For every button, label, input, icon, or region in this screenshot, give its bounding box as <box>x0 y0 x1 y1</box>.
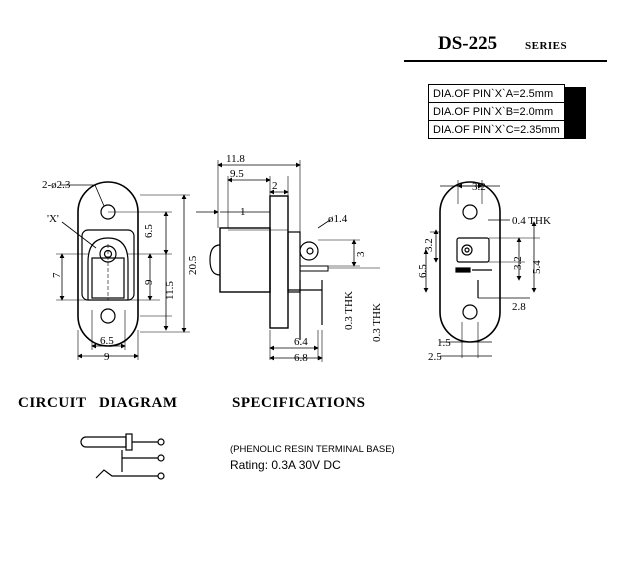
rear-view <box>423 180 540 358</box>
dim-2-label: 2 <box>272 180 278 192</box>
pin-table-cell: DIA.OF PIN`X`A=2.5mm <box>428 84 565 103</box>
dim-1-label: 1 <box>240 206 246 218</box>
dim-3-label: 3 <box>355 251 367 257</box>
dim-3-2-top-label: 3.2 <box>472 181 486 193</box>
pin-x-callout-label: 'X' <box>47 213 59 225</box>
dim-6-5-top-label: 6.5 <box>143 224 155 238</box>
dim-3-2-right-label: 3.2 <box>512 256 524 270</box>
circuit-diagram-heading: CIRCUIT DIAGRAM <box>18 395 178 411</box>
spec-rating: Rating: 0.3A 30V DC <box>230 458 341 472</box>
spec-terminal-base: (PHENOLIC RESIN TERMINAL BASE) <box>230 444 395 455</box>
specifications-heading: SPECIFICATIONS <box>232 395 366 411</box>
dim-6-5-bottom-label: 6.5 <box>100 335 114 347</box>
thickness-0-4-label: 0.4 THK <box>512 215 551 227</box>
dim-9-vertical-label: 9 <box>143 279 155 285</box>
pin-table-row: DIA.OF PIN`X`C=2.35mm <box>428 120 565 139</box>
circuit-schematic <box>80 433 165 480</box>
part-number-title: DS-225 <box>438 33 498 54</box>
dim-6-5-label: 6.5 <box>417 264 429 278</box>
dim-7-label: 7 <box>51 272 63 278</box>
pin-table-cell: DIA.OF PIN`X`C=2.35mm <box>428 120 565 139</box>
dim-1-5-label: 1.5 <box>437 337 451 349</box>
hole-callout-label: 2-ø2.3 <box>42 179 71 191</box>
dim-20-5-label: 20.5 <box>187 255 199 275</box>
thickness-label-b: 0.3 THK <box>371 303 383 342</box>
pin-table-cell: DIA.OF PIN`X`B=2.0mm <box>428 102 565 121</box>
dim-2-8-label: 2.8 <box>512 301 526 313</box>
pin-table-row: DIA.OF PIN`X`B=2.0mm <box>428 102 565 121</box>
pin-table-row: DIA.OF PIN`X`A=2.5mm <box>428 84 565 103</box>
pin-diameter-table: DIA.OF PIN`X`A=2.5mm DIA.OF PIN`X`B=2.0m… <box>428 84 565 139</box>
dim-2-5-label: 2.5 <box>428 351 442 363</box>
dim-6-4-label: 6.4 <box>294 336 308 348</box>
dim-3-2-left-label: 3.2 <box>423 238 435 252</box>
series-label: SERIES <box>525 40 568 52</box>
dim-6-8-label: 6.8 <box>294 352 308 364</box>
dim-5-4-label: 5.4 <box>531 260 543 274</box>
side-view <box>196 160 380 362</box>
dim-11-5-label: 11.5 <box>164 281 176 300</box>
pin-diameter-label: ø1.4 <box>328 213 348 225</box>
thickness-label-a: 0.3 THK <box>343 291 355 330</box>
dim-9-bottom-label: 9 <box>104 351 110 363</box>
front-view <box>56 181 190 360</box>
dim-11-8-label: 11.8 <box>226 153 245 165</box>
dim-9-5-label: 9.5 <box>230 168 244 180</box>
title-underline <box>404 60 607 62</box>
